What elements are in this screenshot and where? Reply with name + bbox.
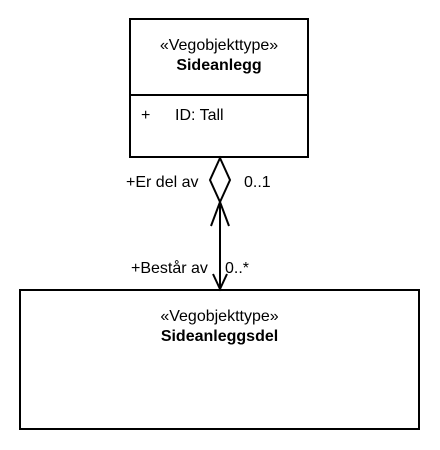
target-role-label: +Består av <box>131 260 208 277</box>
class-sideanlegg-attributes: + ID: Tall <box>131 106 307 128</box>
source-multiplicity-label: 0..1 <box>244 174 271 191</box>
source-role-label: +Er del av <box>126 174 199 191</box>
attribute-text: ID: Tall <box>175 107 224 124</box>
arrowhead-source-icon <box>210 199 230 227</box>
class-sideanlegg-stereotype: «Vegobjekttype» <box>159 37 279 54</box>
attribute-row: + ID: Tall <box>131 106 307 128</box>
class-sideanleggsdel-stereotype: «Vegobjekttype» <box>160 308 279 325</box>
class-sideanlegg-name: Sideanlegg <box>176 57 262 74</box>
class-sideanleggsdel[interactable]: «Vegobjekttype» Sideanleggsdel <box>19 289 420 430</box>
class-sideanleggsdel-name: Sideanleggsdel <box>160 328 279 345</box>
class-sideanlegg[interactable]: «Vegobjekttype» Sideanlegg + ID: Tall <box>129 18 309 158</box>
aggregation-diamond-icon <box>208 155 232 205</box>
class-sideanlegg-name-compartment: «Vegobjekttype» Sideanlegg <box>131 20 307 96</box>
arrowhead-target-icon <box>212 273 228 292</box>
target-multiplicity-label: 0..* <box>225 260 250 277</box>
class-sideanleggsdel-name-compartment: «Vegobjekttype» Sideanleggsdel <box>21 291 418 347</box>
attribute-visibility: + <box>141 107 151 124</box>
